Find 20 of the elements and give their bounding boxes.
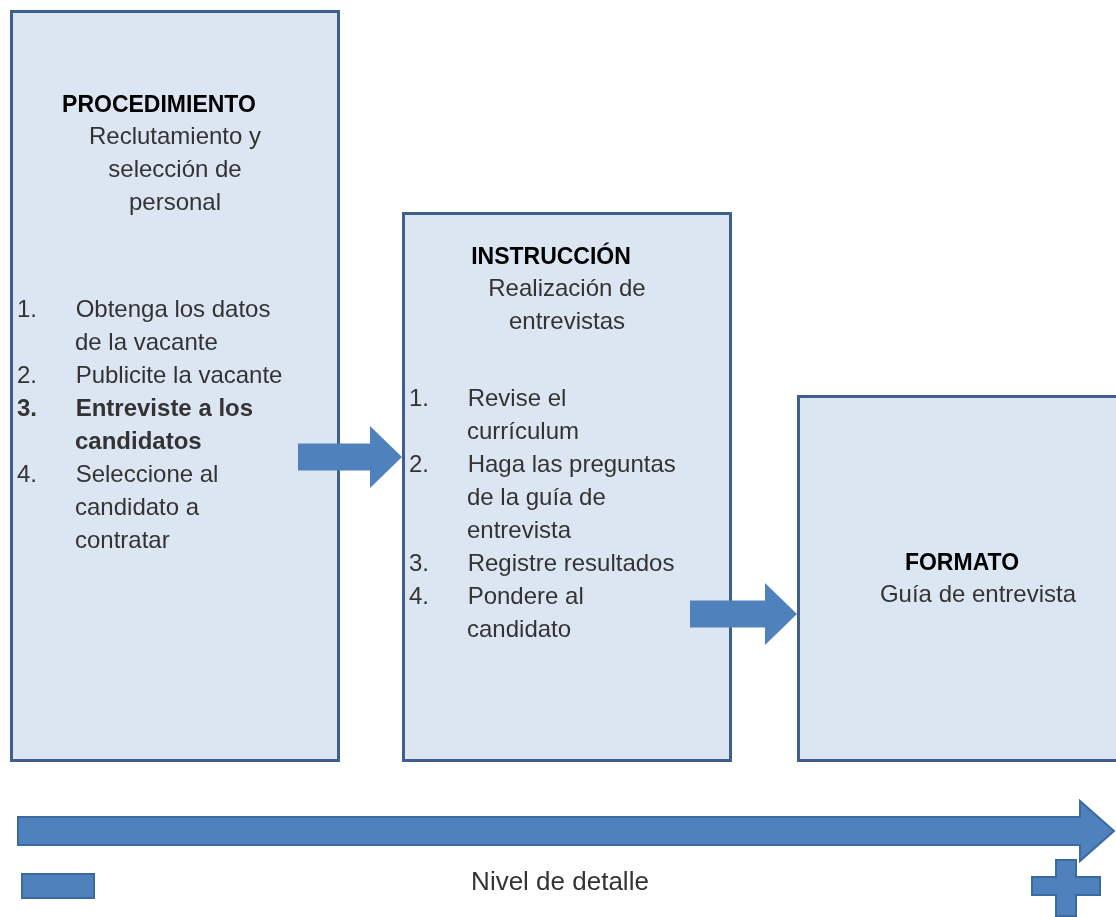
list-item: 1. Obtenga los datos de la vacante [16, 294, 272, 357]
list-item: 3. Entreviste a los candidatos [16, 393, 255, 456]
axis-label: Nivel de detalle [470, 865, 650, 897]
step-box [10, 10, 340, 762]
list-item: 3. Registre resultados [408, 548, 676, 578]
step-box [797, 395, 1116, 762]
box-subtitle: Guía de entrevista [878, 579, 1078, 609]
box-heading: FORMATO [903, 548, 1021, 577]
block-arrow [298, 426, 402, 488]
box-heading: PROCEDIMIENTO [61, 90, 257, 119]
list-item: 4. Pondere al candidato [408, 581, 585, 644]
box-subtitle: Reclutamiento y selección de personal [87, 121, 263, 217]
step-box [402, 212, 732, 762]
list-item: 4. Seleccione al candidato a contratar [16, 459, 220, 555]
list-item: 2. Haga las preguntas de la guía de entrevista [408, 449, 677, 545]
block-arrow [690, 583, 797, 645]
box-heading: INSTRUCCIÓN [470, 241, 632, 271]
list-item: 1. Revise el currículum [408, 383, 581, 446]
list-item: 2. Publicite la vacante [16, 360, 284, 390]
box-subtitle: Realización de entrevistas [487, 273, 647, 336]
